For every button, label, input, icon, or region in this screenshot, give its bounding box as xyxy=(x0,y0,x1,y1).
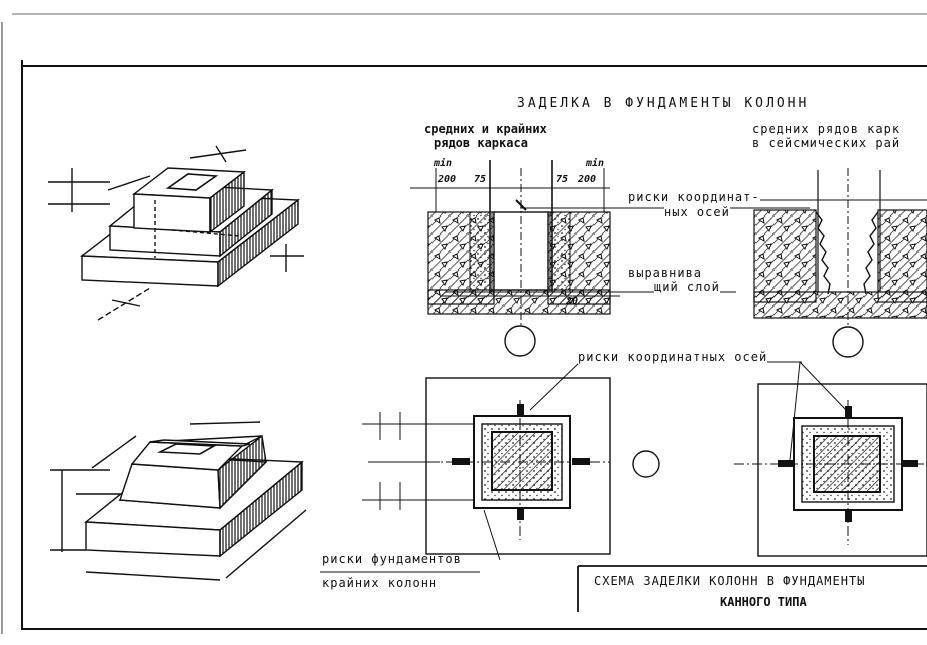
dim-label-left: 200 xyxy=(438,174,457,185)
section-left xyxy=(410,160,620,357)
title-block xyxy=(577,565,927,612)
leveling-label-2: щий слой xyxy=(654,280,720,294)
dim-label-right: 200 xyxy=(578,174,597,185)
axis-marks-plan-label: риски координатных осей xyxy=(578,350,768,364)
section-right xyxy=(740,168,927,358)
foundation-marks-label-2: крайних колонн xyxy=(322,576,438,590)
stamp-title-line1: СХЕМА ЗАДЕЛКИ КОЛОНН В ФУНДАМЕНТЫ xyxy=(594,574,866,588)
drawing-title: ЗАДЕЛКА В ФУНДАМЕНТЫ КОЛОНН xyxy=(517,96,810,111)
iso-foundation-bottom xyxy=(50,421,307,581)
leveling-label-1: выравнива xyxy=(628,266,703,280)
min-label-right: min xyxy=(586,158,605,169)
left-subtitle-line2: рядов каркаса xyxy=(434,136,528,150)
left-subtitle-line1: средних и крайних xyxy=(424,122,547,136)
axis-marks-label-2: ных осей xyxy=(664,205,730,219)
sheet-border xyxy=(21,60,927,630)
plan-left xyxy=(362,377,660,555)
plan-right xyxy=(734,383,927,557)
right-subtitle-line2: в сейсмических рай xyxy=(752,136,901,150)
dim-label-right-small: 75 xyxy=(556,174,569,185)
dim-label-bottom: 20 xyxy=(566,296,579,307)
min-label-left: min xyxy=(434,158,453,169)
axis-marks-label-1: риски координат- xyxy=(628,190,760,204)
dim-label-left-small: 75 xyxy=(474,174,487,185)
stamp-title-line2: КАННОГО ТИПА xyxy=(720,595,807,609)
foundation-marks-label-1: риски фундаментов xyxy=(322,552,462,566)
right-subtitle-line1: средних рядов карк xyxy=(752,122,901,136)
iso-foundation-top xyxy=(48,145,304,321)
